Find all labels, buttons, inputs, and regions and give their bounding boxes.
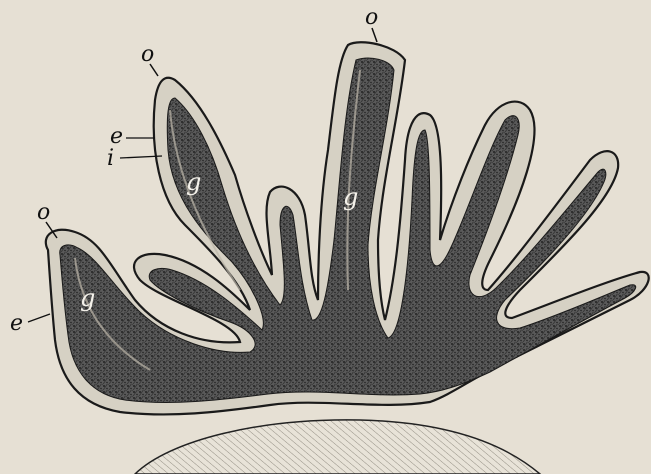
label-g-left-lobe: g [80,284,95,312]
label-e-left: e [10,311,23,336]
label-o-left: o [37,200,50,225]
base-mound [135,420,540,474]
label-o-top-left: o [141,42,154,67]
label-g-upper-lobe: g [186,168,201,196]
label-g-center-lobe: g [343,183,358,211]
label-i-upper: i [107,146,114,171]
label-o-top-center: o [365,5,378,30]
